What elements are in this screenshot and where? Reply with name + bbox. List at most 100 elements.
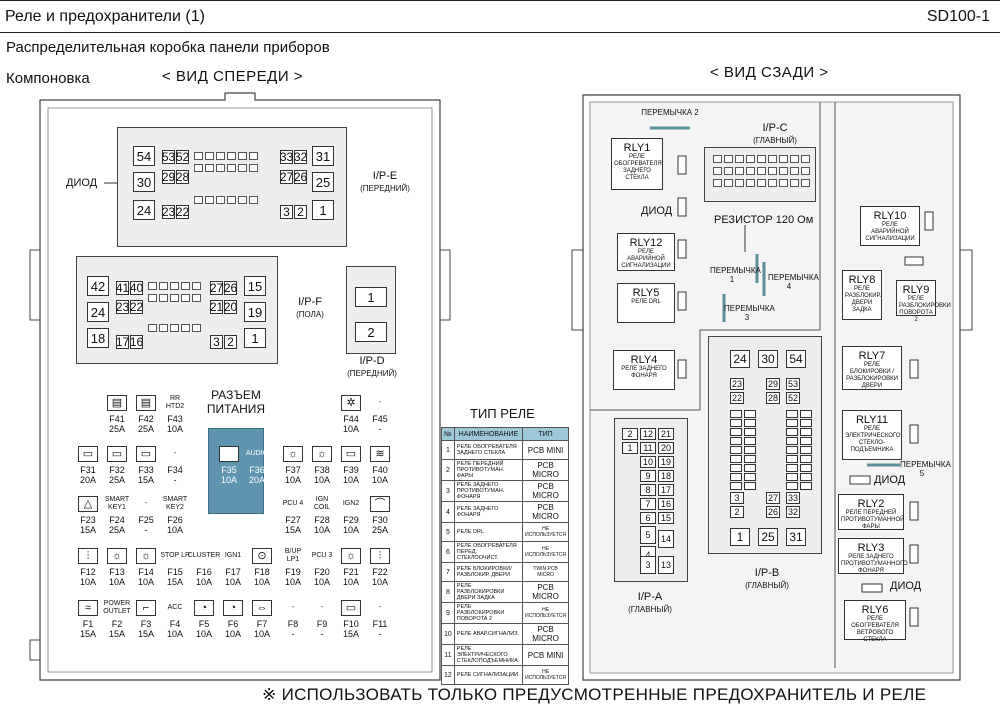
relay-desc: РЕЛЕ ЗАДНЕГО ПРОТИВОТУМАННОГО ФОНАРЯ (841, 554, 908, 574)
ip-b-small-pin (730, 428, 742, 436)
ip-d-sublabel: (ПЕРЕДНИЙ) (347, 369, 397, 378)
ip-b-pin-53: 53 (786, 378, 800, 390)
fuse-amp: 10A (284, 475, 301, 485)
ip-e-pin-26: 26 (293, 170, 308, 184)
ip-b-small-pin (786, 455, 798, 463)
ip-a-pin-21: 21 (658, 428, 674, 440)
fuse-symbol: POWER OUTLET (103, 600, 131, 615)
relay-id: RLY4 (630, 354, 658, 366)
table-cell: НЕ ИСПОЛЬЗУЕТСЯ (522, 541, 569, 563)
turn-icon: ⇔ (247, 597, 277, 619)
ip-a-pin-8: 8 (640, 484, 656, 496)
fuse-amp: 20A (79, 475, 96, 485)
ip-e-pin-24: 24 (133, 200, 155, 220)
fuse-amp: 10A (166, 525, 183, 535)
ip-b-small-pin (730, 419, 742, 427)
table-cell: РЕЛЕ РАЗБЛОКИРОВКИ ДВЕРИ ЗАДКА (453, 581, 524, 603)
ip-d-pin-2: 2 (355, 322, 387, 342)
fuse-amp: 10A (166, 629, 183, 639)
resistor-label: РЕЗИСТОР 120 Ом (714, 214, 814, 226)
fuse-f9: -F9- (307, 597, 337, 639)
ip-e-pin-27: 27 (279, 170, 294, 184)
ip-f-pin-27: 27 (209, 281, 224, 295)
fuse-id: F28 (314, 515, 330, 525)
ip-b-pin-25: 25 (758, 528, 778, 546)
fuse-amp: 10A (224, 577, 241, 587)
ip-a-pin-5: 5 (640, 526, 656, 544)
ip-b-small-pin (730, 446, 742, 454)
fuse-id: F10 (343, 619, 359, 629)
fuse-amp: - (291, 629, 295, 639)
fuse-amp: 10A (253, 629, 270, 639)
seat-icon: ⌐ (131, 597, 161, 619)
ip-f-pin-41: 41 (115, 281, 130, 295)
fuse-id: F12 (80, 567, 96, 577)
rear-diode-label-3: ДИОД (890, 580, 922, 592)
fuse-symbol: - (378, 604, 382, 611)
ip-a-pin-17: 17 (658, 484, 674, 496)
mirror-icon: ▭ (336, 597, 366, 619)
fuse-amp: 15A (79, 525, 96, 535)
fuse-id: F13 (109, 567, 125, 577)
ip-b-small-pin (800, 446, 812, 454)
fuse-amp: 25A (137, 424, 154, 434)
fuse-symbol: RR HTD2 (165, 395, 185, 410)
table-cell: РЕЛЕ DRL (453, 522, 524, 542)
ip-b-pin-1: 1 (730, 528, 750, 546)
lamp-icon: ☼ (336, 545, 366, 567)
fuse-amp: 10A (253, 577, 270, 587)
ip-f-pin-16: 16 (129, 335, 144, 349)
table-cell: 1 (441, 440, 455, 460)
table-cell: TWIN PCB MICRO (522, 562, 569, 582)
fuse-amp: 10A (224, 629, 241, 639)
ip-b-small-pin (744, 410, 756, 418)
ip-b-pin-3: 3 (730, 492, 744, 504)
fuse-id: F5 (198, 619, 210, 629)
fog-icon: ⫶ (73, 545, 103, 567)
fuse-id: F6 (227, 619, 239, 629)
col-name: НАИМЕНОВАНИЕ (453, 427, 524, 441)
ip-e-pin-3: 3 (280, 205, 293, 219)
fuse-amp: 10A (342, 525, 359, 535)
fuse-amp: - (144, 525, 148, 535)
relay-id: RLY12 (629, 237, 663, 249)
ip-e-label: I/P-E (372, 170, 398, 182)
table-cell: PCB MICRO (522, 623, 569, 645)
fuse-amp: 20A (248, 475, 265, 485)
fuse-icon: ▭ (131, 443, 161, 465)
ip-e-sublabel: (ПЕРЕДНИЙ) (360, 184, 410, 193)
fuse-symbol: - (144, 500, 148, 507)
fuse-id: F4 (169, 619, 181, 629)
fuse-id: F25 (138, 515, 154, 525)
table-cell: РЕЛЕ ОБОГРЕВАТЕЛЯ ПЕРЕД. СТЕКЛООЧИСТ. (453, 541, 524, 563)
fuse-id: F34 (167, 465, 183, 475)
fuse-id: F33 (138, 465, 154, 475)
ip-b-small-pin (800, 428, 812, 436)
ip-b-small-pin (730, 455, 742, 463)
relay-type-title: ТИП РЕЛЕ (470, 406, 535, 421)
fuse-id: F9 (316, 619, 328, 629)
lamp-icon: ☼ (214, 443, 244, 465)
table-cell: 3 (441, 480, 455, 502)
ip-f-pin-24: 24 (87, 302, 109, 322)
lamp-icon: ☼ (131, 545, 161, 567)
ip-b-small-pin (730, 410, 742, 418)
rear-diode-label-2: ДИОД (874, 474, 906, 486)
